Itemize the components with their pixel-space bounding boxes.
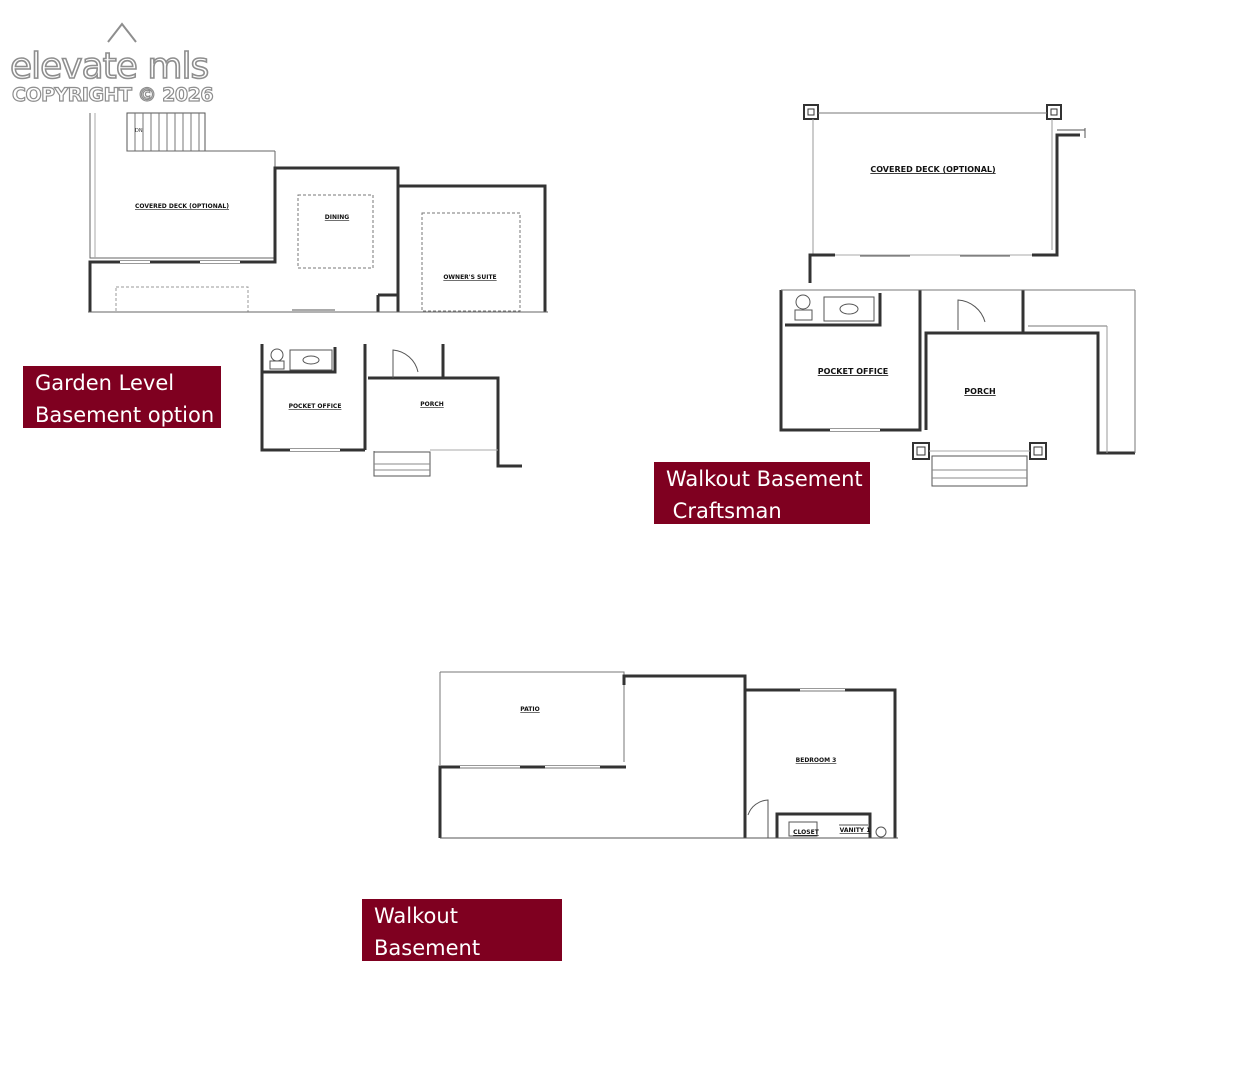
label-garden-line2: Basement option <box>35 403 215 427</box>
label-garden-level: Garden Level Basement option <box>23 366 221 428</box>
label-walkout-basement: Walkout Basement <box>362 899 562 961</box>
room-pocket-office-2: POCKET OFFICE <box>818 367 888 376</box>
room-covered-deck-1: COVERED DECK (OPTIONAL) <box>135 203 229 210</box>
label-walkout-line1: Walkout <box>374 904 458 928</box>
label-craftsman-line1: Walkout Basement <box>666 467 863 491</box>
watermark-brand: elevate mls <box>9 45 210 88</box>
room-pocket-office-1: POCKET OFFICE <box>289 403 342 410</box>
roof-peak-icon <box>107 22 137 43</box>
stair-note: DN <box>135 128 143 134</box>
label-walkout-line2: Basement <box>374 936 481 960</box>
plan-walkout-basement <box>438 671 898 839</box>
watermark-copyright: COPYRIGHT © 2026 <box>11 83 214 106</box>
room-patio: PATIO <box>520 706 539 713</box>
room-owners-suite: OWNER'S SUITE <box>443 274 496 281</box>
room-bedroom-3: BEDROOM 3 <box>796 757 837 764</box>
room-porch-1: PORCH <box>420 401 444 408</box>
room-closet: CLOSET <box>793 829 820 836</box>
watermark: elevate mls COPYRIGHT © 2026 <box>8 18 248 113</box>
plan-craftsman <box>779 104 1136 487</box>
label-craftsman-line2: Craftsman <box>666 499 782 523</box>
room-porch-2: PORCH <box>964 387 995 396</box>
plan-garden-level <box>88 112 548 477</box>
label-walkout-craftsman: Walkout Basement Craftsman <box>654 462 870 524</box>
room-covered-deck-2: COVERED DECK (OPTIONAL) <box>870 165 995 174</box>
label-garden-line1: Garden Level <box>35 371 175 395</box>
room-dining: DINING <box>325 214 349 221</box>
room-vanity: VANITY 1 <box>840 827 871 834</box>
